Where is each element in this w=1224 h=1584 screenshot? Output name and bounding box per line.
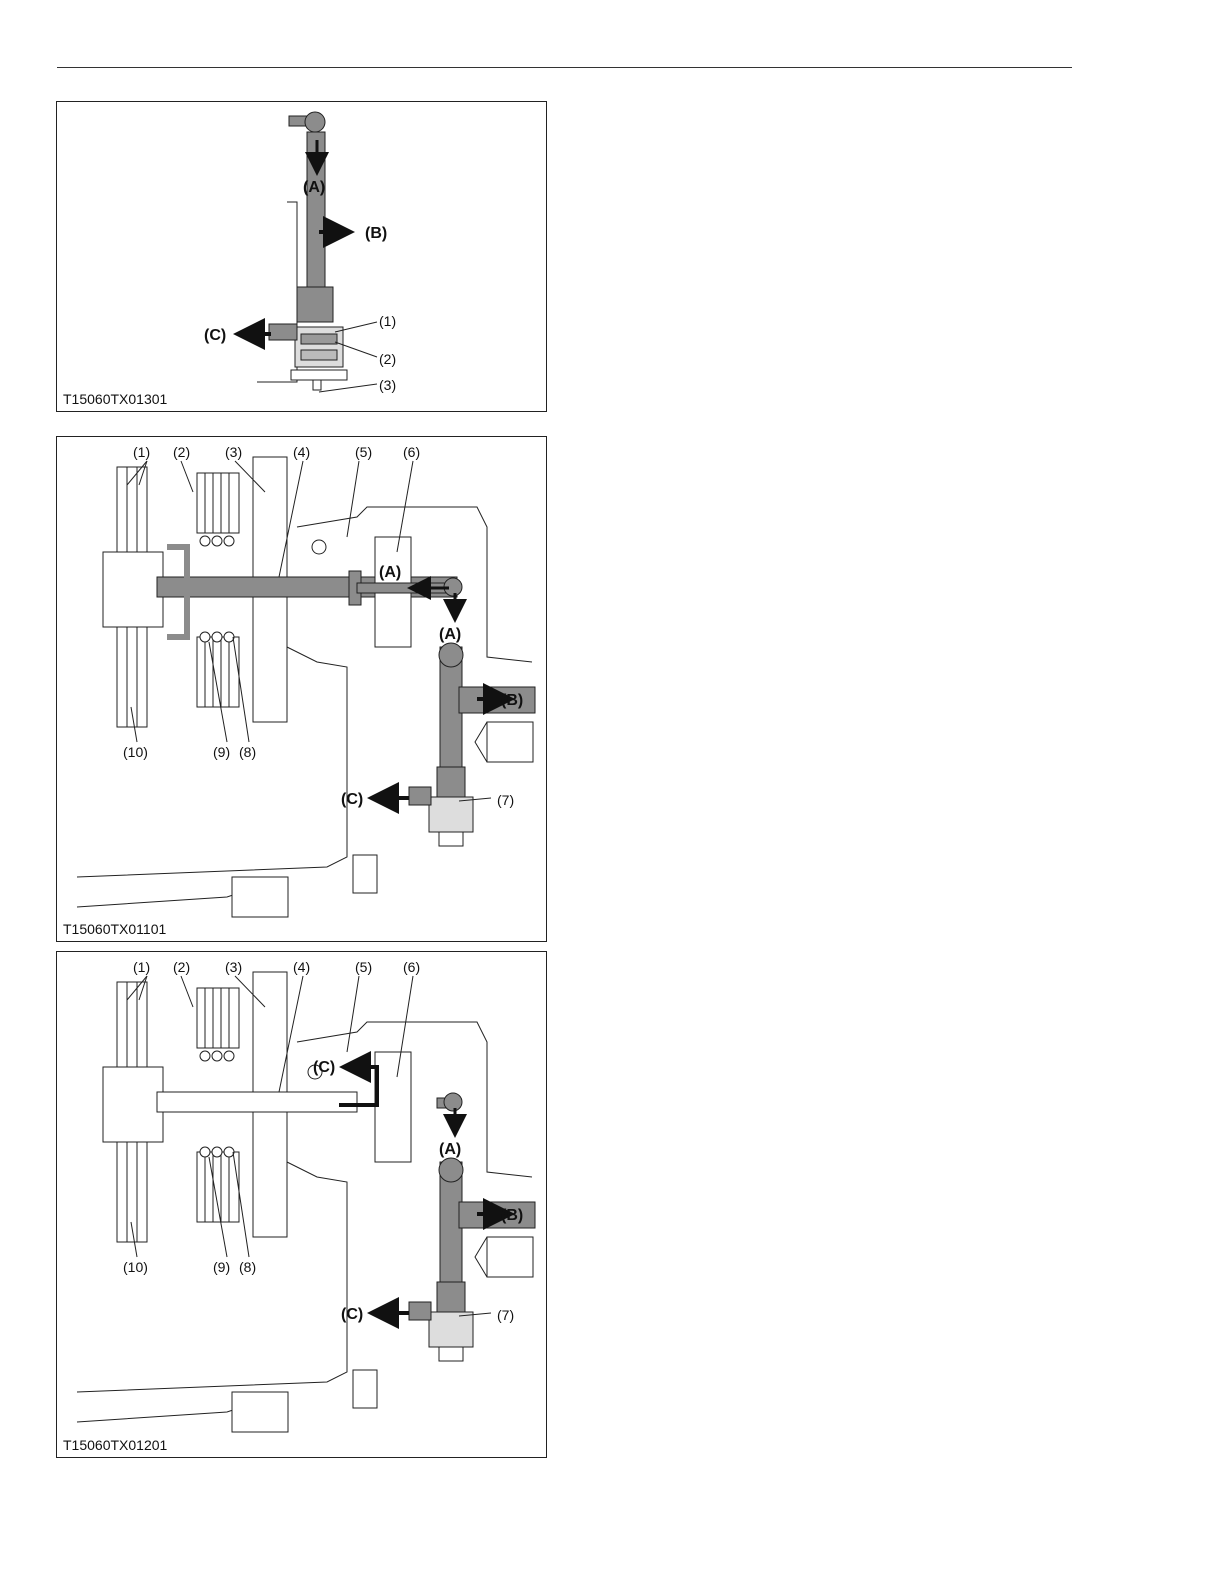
label-1: (1) [133,444,150,460]
figure-code: T15060TX01201 [63,1437,167,1453]
label-1: (1) [133,959,150,975]
clutch-section-diagram-2: (1) (2) (3) (4) (5) (6) (C) (A) (B) (C) … [57,952,547,1458]
label-3: (3) [225,444,242,460]
label-6: (6) [403,959,420,975]
clutch-section-diagram-1: (1) (2) (3) (4) (5) (6) (A) (A) (B) (C) … [57,437,547,942]
figure-code: T15060TX01301 [63,391,167,407]
label-2: (2) [173,959,190,975]
label-a-1: (A) [379,564,401,581]
label-6: (6) [403,444,420,460]
label-9: (9) [213,1259,230,1275]
label-10: (10) [123,744,148,760]
label-c-1: (C) [313,1059,335,1076]
figure-clutch-section-2: (1) (2) (3) (4) (5) (6) (C) (A) (B) (C) … [56,951,547,1458]
figure-valve-detail: (A) (B) (C) (1) (2) (3) T15060TX01301 [56,101,547,412]
label-a: (A) [303,179,325,196]
label-4: (4) [293,444,310,460]
label-b: (B) [501,692,523,709]
label-1: (1) [379,313,396,329]
figure-clutch-section-1: (1) (2) (3) (4) (5) (6) (A) (A) (B) (C) … [56,436,547,942]
label-c: (C) [204,327,226,344]
valve-detail-diagram: (A) (B) (C) (1) (2) (3) [57,102,547,412]
label-8: (8) [239,744,256,760]
label-2: (2) [173,444,190,460]
label-a-2: (A) [439,626,461,643]
label-7: (7) [497,792,514,808]
figure-code: T15060TX01101 [63,921,166,937]
label-b: (B) [501,1207,523,1224]
label-4: (4) [293,959,310,975]
label-8: (8) [239,1259,256,1275]
label-7: (7) [497,1307,514,1323]
label-9: (9) [213,744,230,760]
label-3: (3) [225,959,242,975]
label-c-2: (C) [341,1306,363,1323]
header-rule [57,67,1072,68]
label-10: (10) [123,1259,148,1275]
label-5: (5) [355,959,372,975]
label-a: (A) [439,1141,461,1158]
label-3: (3) [379,377,396,393]
label-5: (5) [355,444,372,460]
label-c: (C) [341,791,363,808]
label-b: (B) [365,225,387,242]
label-2: (2) [379,351,396,367]
